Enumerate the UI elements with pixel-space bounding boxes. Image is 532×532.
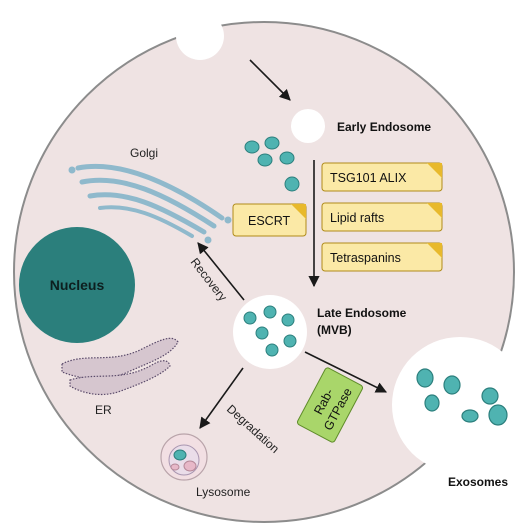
late-endosome-label-line2: (MVB) — [317, 323, 352, 337]
nucleus — [19, 227, 135, 343]
escrt-box: ESCRT — [232, 203, 307, 237]
tsg101-alix-box: TSG101 ALIX — [321, 162, 443, 192]
lysosome — [160, 433, 208, 481]
nucleus-label: Nucleus — [50, 277, 105, 293]
tsg101-alix-label: TSG101 ALIX — [330, 171, 407, 185]
degradation-arrow — [199, 367, 244, 429]
tetraspanins-label: Tetraspanins — [330, 251, 401, 265]
lipid-rafts-box: Lipid rafts — [321, 202, 443, 232]
exosomes-label: Exosomes — [448, 475, 508, 489]
lipid-rafts-label: Lipid rafts — [330, 211, 384, 225]
lysosome-label: Lysosome — [196, 485, 251, 499]
intraluminal-vesicles — [243, 305, 297, 357]
endoplasmic-reticulum — [61, 337, 179, 396]
tetraspanins-box: Tetraspanins — [321, 242, 443, 272]
golgi-label: Golgi — [130, 146, 158, 160]
late-endosome-label-line1: Late Endosome — [317, 306, 407, 320]
extracellular-space — [392, 337, 528, 473]
exosomes — [416, 368, 508, 426]
er-label: ER — [95, 403, 112, 417]
budding-vesicles — [244, 136, 300, 192]
golgi-apparatus — [68, 163, 232, 244]
early-endosome-label: Early Endosome — [337, 120, 431, 134]
escrt-label: ESCRT — [248, 214, 291, 228]
incoming-vesicle — [176, 12, 224, 60]
uptake-arrow — [249, 59, 291, 101]
secretion-arrow — [304, 351, 388, 393]
cell-membrane — [13, 21, 515, 523]
early-endosome — [291, 109, 325, 143]
recovery-arrow — [197, 242, 245, 301]
